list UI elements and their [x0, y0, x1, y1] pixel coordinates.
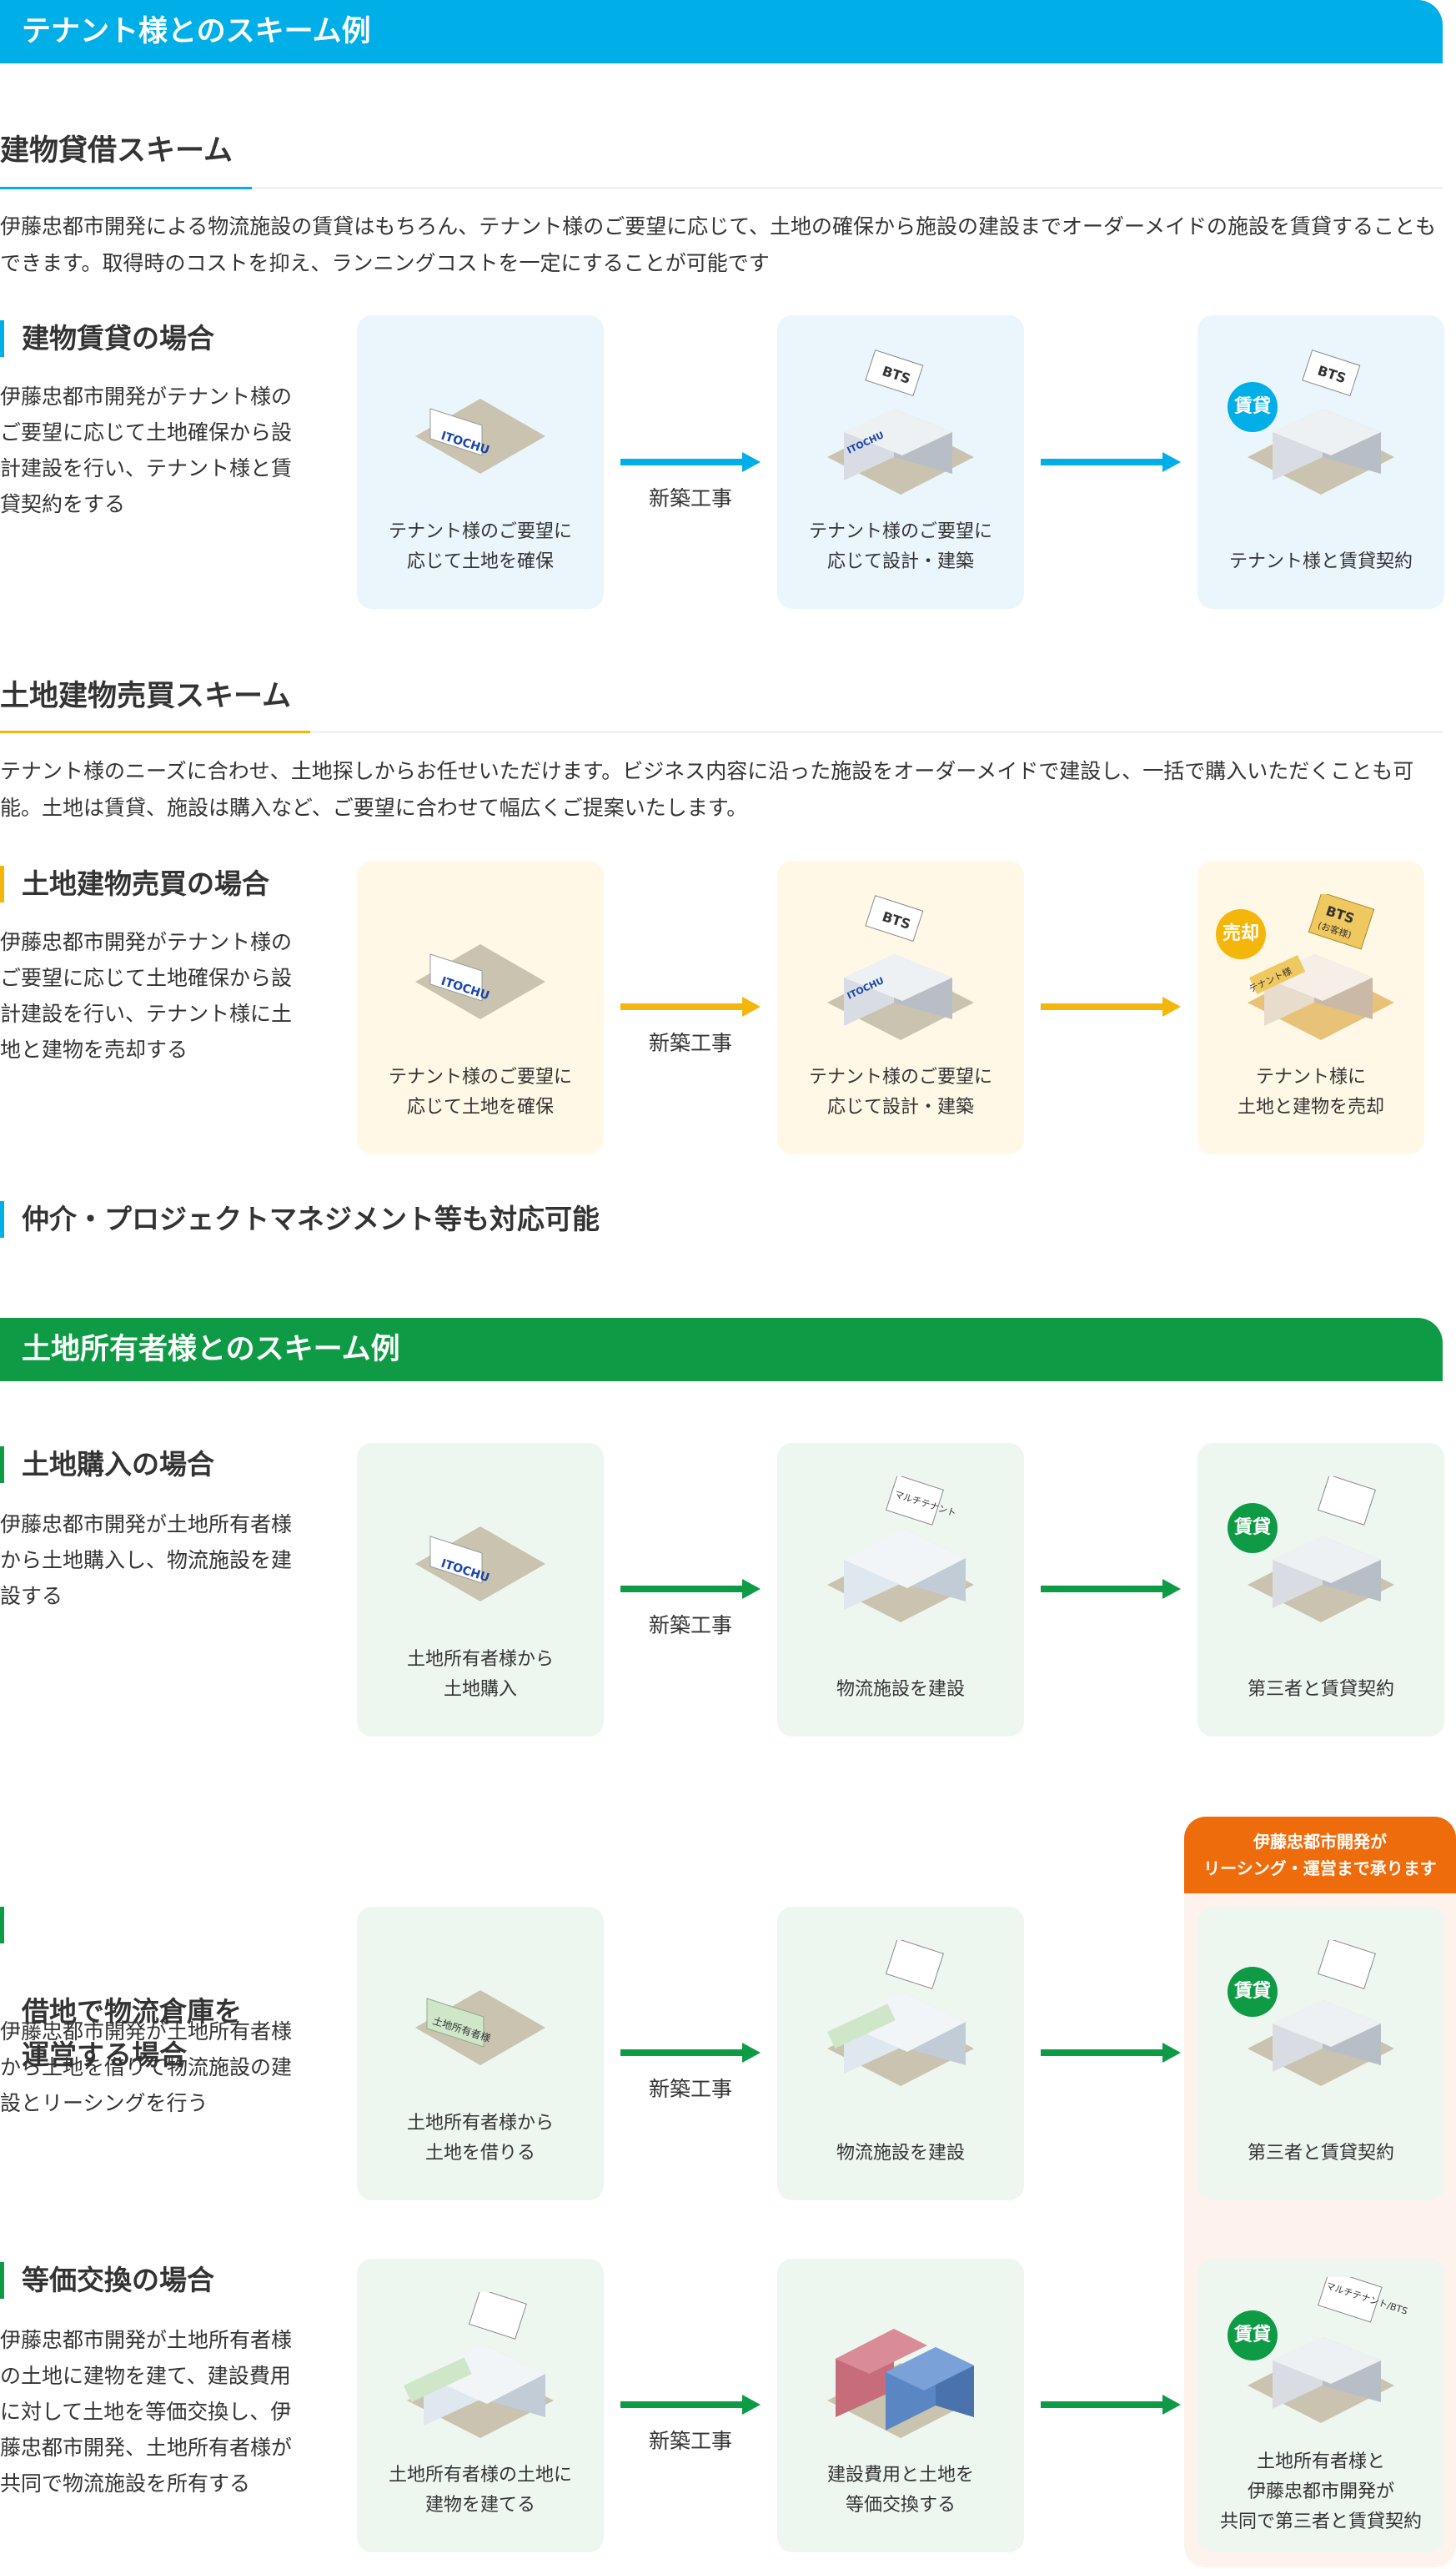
arrow-right	[1041, 2395, 1181, 2415]
step-box-exchange: 建設費用と土地を 等価交換する	[777, 2259, 1024, 2552]
step-box-third-party-lease: 賃貸 第三者と賃貸契約	[1197, 1443, 1444, 1737]
lease-badge: 賃貸	[1228, 1503, 1278, 1553]
step-label: テナント様のご要望に 応じて設計・建築	[808, 1067, 992, 1118]
step-label: 第三者と賃貸契約	[1247, 1679, 1394, 1700]
construction-label: 新築工事	[648, 1031, 732, 1055]
step-label: テナント様に 土地と建物を売却	[1237, 1067, 1384, 1118]
step-box-joint-lease: マルチテナント/BTS 賃貸 土地所有者様と 伊藤忠都市開発が 共同で第三者と賃…	[1197, 2259, 1444, 2552]
building-lease-case-title: 建物賃貸の場合	[0, 317, 214, 360]
arrow-right	[1041, 2043, 1181, 2063]
step-label: 物流施設を建設	[836, 2143, 965, 2164]
lease-badge: 賃貸	[1228, 382, 1278, 432]
land-building-sale-case-desc: 伊藤忠都市開発がテナント様のご要望に応じて土地確保から設計建設を行い、テナント様…	[0, 930, 293, 1062]
warehouse-icon	[1248, 1940, 1394, 2086]
construction-label: 新築工事	[648, 2077, 732, 2101]
construction-label: 新築工事	[648, 486, 732, 510]
title-underline	[0, 731, 310, 733]
step-box-build: 物流施設を建設	[777, 1907, 1024, 2200]
step-label: テナント様のご要望に 応じて設計・建築	[808, 521, 992, 572]
step-box-design: BTS ITOCHU テナント様のご要望に 応じて設計・建築	[777, 861, 1024, 1154]
brokerage-note: 仲介・プロジェクトマネジメント等も対応可能	[0, 1198, 600, 1241]
step-label: 土地所有者様の土地に 建物を建てる	[388, 2465, 572, 2516]
tenant-scheme-banner: テナント様とのスキーム例	[0, 0, 1443, 63]
leasing-operations-note: 伊藤忠都市開発が リーシング・運営まで承ります	[1184, 1817, 1456, 1893]
land-plot-icon: 土地所有者様	[415, 1990, 545, 2065]
step-box-third-party-lease: 賃貸 第三者と賃貸契約	[1197, 1907, 1444, 2200]
step-box-land-purchase: ITOCHU 土地所有者様から 土地購入	[357, 1443, 604, 1737]
exchange-buildings-icon	[827, 2329, 974, 2438]
warehouse-icon	[404, 2292, 554, 2438]
building-lease-scheme-title: 建物貸借スキーム	[0, 134, 233, 168]
step-box-build: マルチテナント 物流施設を建設	[777, 1443, 1024, 1737]
land-building-sale-scheme-title: 土地建物売買スキーム	[0, 680, 291, 713]
step-label: 第三者と賃貸契約	[1247, 2143, 1394, 2164]
warehouse-icon: BTS (お客様) テナント様	[1247, 894, 1394, 1040]
land-plot-icon: ITOCHU	[415, 944, 545, 1019]
land-plot-icon: ITOCHU	[415, 399, 545, 474]
building-lease-paragraph: 伊藤忠都市開発による物流施設の賃貸はもちろん、テナント様のご要望に応じて、土地の…	[0, 214, 1437, 275]
land-purchase-case-title: 土地購入の場合	[0, 1443, 214, 1486]
land-purchase-case-desc: 伊藤忠都市開発が土地所有者様から土地購入し、物流施設を建設する	[0, 1512, 293, 1608]
step-box-design: BTS ITOCHU テナント様のご要望に 応じて設計・建築	[777, 315, 1024, 609]
warehouse-icon	[1248, 1476, 1394, 1622]
warehouse-icon: BTS ITOCHU	[827, 349, 974, 495]
land-building-sale-paragraph: テナント様のニーズに合わせ、土地探しからお任せいただけます。ビジネス内容に沿った…	[0, 759, 1414, 820]
step-label: 土地所有者様から 土地購入	[406, 1649, 554, 1700]
construction-label: 新築工事	[648, 2429, 732, 2453]
arrow-right	[1041, 1579, 1181, 1599]
step-label: 建設費用と土地を 等価交換する	[826, 2465, 974, 2516]
step-box-land: ITOCHU テナント様のご要望に 応じて土地を確保	[357, 315, 604, 609]
owner-scheme-banner: 土地所有者様とのスキーム例	[0, 1318, 1443, 1381]
equivalent-exchange-case-desc: 伊藤忠都市開発が土地所有者様の土地に建物を建て、建設費用に対して土地を等価交換し…	[0, 2328, 293, 2496]
building-lease-case-desc: 伊藤忠都市開発がテナント様のご要望に応じて土地確保から設計建設を行い、テナント様…	[0, 385, 293, 516]
warehouse-icon: マルチテナント/BTS	[1248, 2277, 1408, 2423]
step-label: テナント様と賃貸契約	[1228, 551, 1413, 572]
leasehold-case-title: 借地で物流倉庫を 運営する場合	[0, 1903, 242, 2077]
land-plot-icon: ITOCHU	[415, 1526, 545, 1601]
arrow-right	[620, 2043, 761, 2063]
warehouse-icon: マルチテナント	[827, 1476, 974, 1622]
step-label: 物流施設を建設	[836, 1679, 965, 1700]
warehouse-icon	[827, 1940, 974, 2086]
arrow-right	[620, 1579, 761, 1599]
arrow-right	[1041, 997, 1181, 1017]
title-underline	[0, 187, 252, 189]
step-label: 土地所有者様と 伊藤忠都市開発が 共同で第三者と賃貸契約	[1219, 2451, 1422, 2532]
leasehold-case-desc: 伊藤忠都市開発が土地所有者様から土地を借りて物流施設の建設とリーシングを行う	[0, 2019, 293, 2115]
lease-badge: 賃貸	[1228, 2310, 1278, 2360]
arrow-right	[620, 997, 761, 1017]
equivalent-exchange-case-title: 等価交換の場合	[0, 2259, 214, 2302]
construction-label: 新築工事	[648, 1613, 732, 1637]
sale-badge: 売却	[1216, 909, 1266, 959]
step-label: テナント様のご要望に 応じて土地を確保	[388, 521, 572, 572]
lease-badge: 賃貸	[1228, 1967, 1278, 2017]
warehouse-icon: BTS ITOCHU	[827, 895, 974, 1040]
arrow-right	[620, 452, 761, 472]
title-rule	[310, 731, 1443, 732]
step-box-land-rent: 土地所有者様 土地所有者様から 土地を借りる	[357, 1907, 604, 2200]
arrow-right	[1041, 452, 1181, 472]
title-rule	[252, 188, 1443, 189]
step-label: 土地所有者様から 土地を借りる	[406, 2113, 554, 2164]
land-building-sale-case-title: 土地建物売買の場合	[0, 862, 269, 906]
step-box-build-on-land: 土地所有者様の土地に 建物を建てる	[357, 2259, 604, 2552]
warehouse-icon: BTS	[1248, 349, 1394, 495]
arrow-right	[620, 2395, 761, 2415]
step-box-lease: BTS 賃貸 テナント様と賃貸契約	[1197, 315, 1444, 609]
step-label: テナント様のご要望に 応じて土地を確保	[388, 1067, 572, 1118]
step-box-land: ITOCHU テナント様のご要望に 応じて土地を確保	[357, 861, 604, 1154]
step-box-sale: BTS (お客様) テナント様 売却 テナント様に 土地と建物を売却	[1197, 861, 1424, 1154]
